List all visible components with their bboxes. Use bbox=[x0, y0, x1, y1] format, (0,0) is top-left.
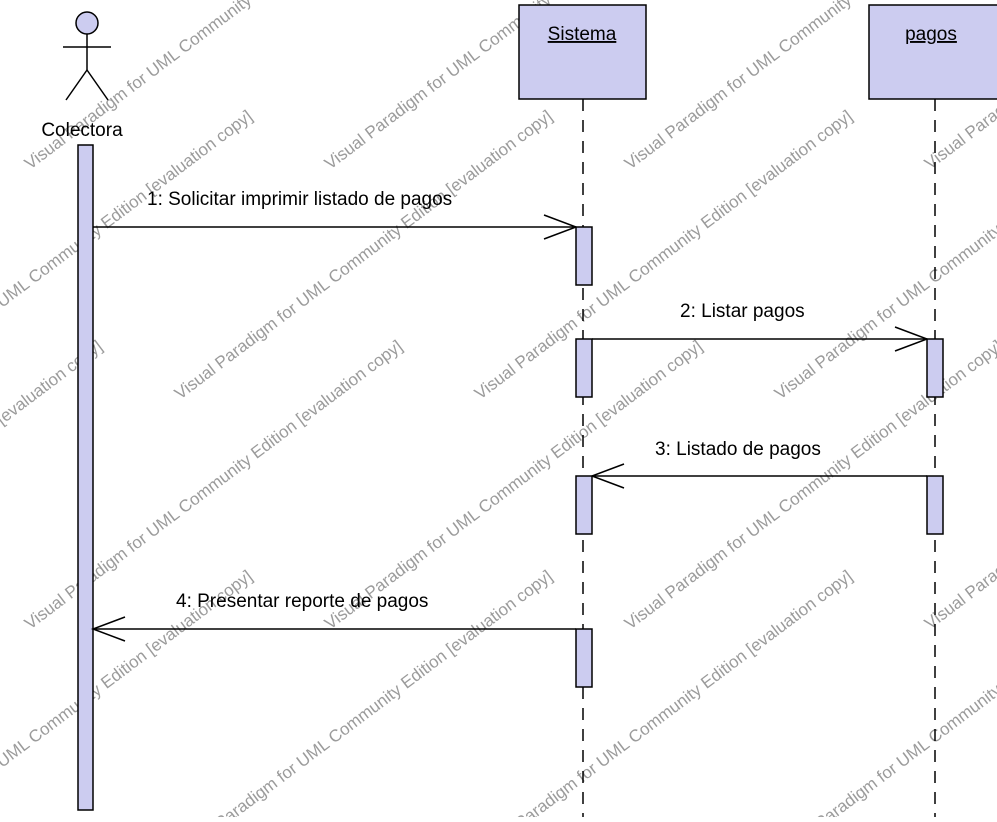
actor-left-leg bbox=[65, 69, 88, 101]
activation-colectora bbox=[77, 144, 94, 811]
message-2-arrowhead bbox=[894, 326, 930, 352]
activation-sistema-3 bbox=[575, 475, 593, 535]
lifeline-sistema: Sistema bbox=[518, 4, 647, 817]
actor-right-leg bbox=[86, 69, 109, 101]
activation-sistema-2 bbox=[575, 338, 593, 398]
lifeline-sistema-box bbox=[518, 4, 647, 100]
message-3-arrowhead bbox=[589, 463, 625, 489]
message-1: 1: Solicitar imprimir listado de pagos bbox=[93, 189, 579, 240]
actor-label: Colectora bbox=[41, 120, 123, 141]
lifeline-pagos: pagos bbox=[868, 4, 997, 817]
activation-sistema-1 bbox=[575, 226, 593, 286]
message-2-label: 2: Listar pagos bbox=[680, 301, 805, 322]
message-3: 3: Listado de pagos bbox=[589, 439, 927, 489]
actor-head bbox=[75, 11, 99, 35]
message-4: 4: Presentar reporte de pagos bbox=[90, 591, 576, 642]
message-1-arrowhead bbox=[543, 214, 579, 240]
message-4-label: 4: Presentar reporte de pagos bbox=[176, 591, 428, 612]
activation-sistema-4 bbox=[575, 628, 593, 688]
watermark-text: Visual Paradigm for UML Community Editio… bbox=[321, 337, 706, 634]
message-2: 2: Listar pagos bbox=[592, 301, 930, 352]
watermark-text: Visual Paradigm for UML Community Editio… bbox=[171, 107, 556, 404]
lifeline-pagos-box bbox=[868, 4, 997, 100]
activation-pagos-2 bbox=[926, 475, 944, 535]
activation-pagos-1 bbox=[926, 338, 944, 398]
message-4-arrowhead bbox=[90, 616, 126, 642]
message-3-label: 3: Listado de pagos bbox=[655, 439, 821, 460]
actor-colectora: Colectora bbox=[41, 11, 123, 141]
lifeline-pagos-label: pagos bbox=[905, 24, 957, 45]
lifeline-sistema-label: Sistema bbox=[548, 24, 617, 45]
message-1-label: 1: Solicitar imprimir listado de pagos bbox=[147, 189, 452, 210]
watermark-text: Visual Paradigm for UML Community Editio… bbox=[471, 107, 856, 404]
